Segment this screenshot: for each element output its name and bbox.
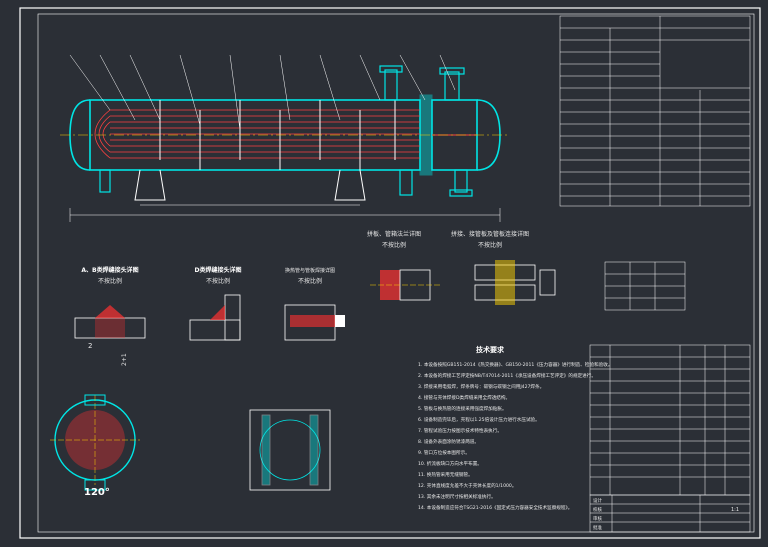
label-not-to-scale-3: 不按比例 [98,277,122,285]
title-scale: 1:1 [731,507,739,513]
label-not-to-scale-2: 不按比例 [478,241,502,249]
baffle-section [249,409,331,491]
tube-joint-detail [284,304,345,341]
heat-exchanger-elevation [60,54,510,222]
label-weld-ab: A、B类焊缝接头详图 [81,266,138,274]
tech-req-4: 4. 接管与壳体焊接D类焊缝采用全焊透结构。 [418,394,510,401]
tech-req-10: 10. 折流板缺口方向水平布置。 [418,460,482,467]
tube-bundle [94,109,420,159]
nozzles [99,65,473,197]
tech-req-11: 11. 换热管采用无缝钢管。 [418,471,473,478]
flange-bolt-detail [370,269,440,301]
dim-2x1: 2+1 [121,353,128,366]
label-not-to-scale-5: 不按比例 [298,277,322,285]
inner-frame [37,13,755,533]
dim-2: 2 [88,342,92,350]
tech-req-3: 3. 焊接采用电弧焊，焊条牌号：碳钢与碳钢之间用J427焊条。 [418,383,544,390]
tech-req-12: 12. 壳体直线度允差不大于壳体长度的1/1000。 [418,482,516,489]
weld-d-detail [189,294,241,341]
tube-layout-section: 120° [50,394,140,498]
dimension-lines [69,204,501,222]
tech-req-2: 2. 本设备的焊接工艺评定按NB/T47014-2011《承压设备焊接工艺评定》… [418,372,596,379]
title-block [589,494,751,533]
title-row-check: 校核 [593,506,602,513]
tech-req-1: 1. 本设备按照GB151-2014《热交换器》、GB150-2011《压力容器… [418,361,612,368]
tech-req-9: 9. 管口方位按本图所示。 [418,449,470,456]
label-not-to-scale-4: 不按比例 [206,277,230,285]
tech-req-14: 14. 本设备制造应符合TSG21-2016《固定式压力容器安全技术监察规程》。 [418,504,572,511]
small-nozzle-table [604,261,686,311]
title-row-review: 审核 [593,515,602,522]
tech-requirements-list: 1. 本设备按照GB151-2014《热交换器》、GB150-2011《压力容器… [418,361,612,511]
title-row-design: 设计 [593,497,602,504]
label-weld-d: D类焊缝接头详图 [195,266,242,274]
tech-req-8: 8. 设备外表面涂防锈漆两道。 [418,438,479,445]
tech-req-5: 5. 管板与换热管的连接采用强度焊加贴胀。 [418,405,507,412]
tech-req-7: 7. 管程试验压力按图示技术特性表执行。 [418,427,502,434]
label-tube-sheet: 拼接、接管板及管板连接详图 [451,230,529,238]
tube-sheet-bolt-detail [474,260,556,305]
label-not-to-scale-1: 不按比例 [382,241,406,249]
tech-req-6: 6. 设备制造完毕后，壳程以1.25倍设计压力进行水压试验。 [418,416,540,423]
label-tube-joint: 换热管与管板焊接详图 [285,267,335,274]
label-flange-bolt: 拼板、管箱法兰详图 [367,230,421,238]
title-row-approve: 批准 [593,524,602,531]
saddle-supports [134,169,366,201]
angle-label: 120° [84,487,110,498]
tech-req-title: 技术要求 [476,345,505,354]
tech-req-13: 13. 其余未注明尺寸按相关标准执行。 [418,493,496,500]
parts-list-table [589,344,751,496]
design-data-table [559,15,751,207]
leader-lines [69,54,456,131]
weld-ab-detail: 2 2+1 [74,305,146,366]
outer-frame [19,7,761,539]
